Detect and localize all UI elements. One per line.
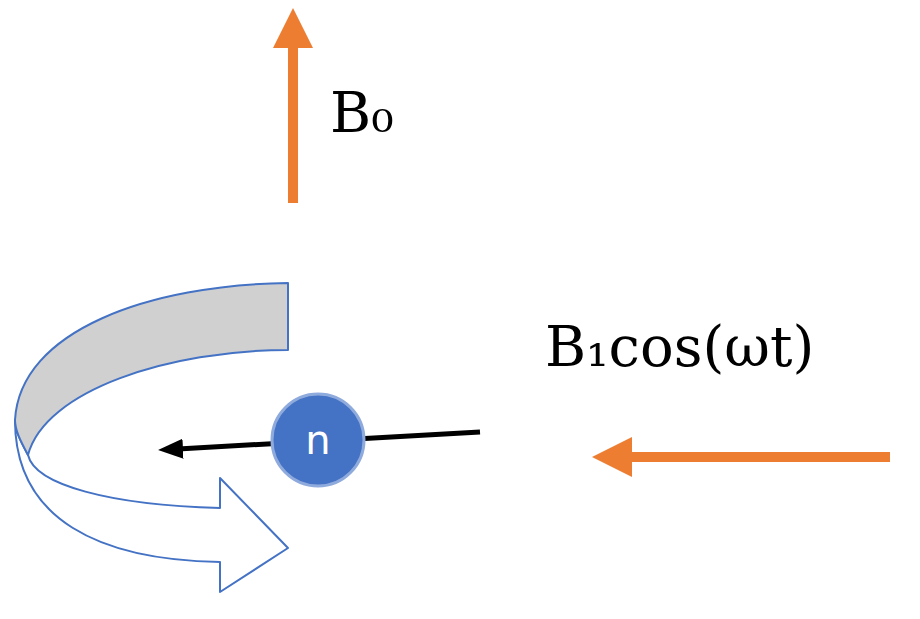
field-label: B₀ <box>330 82 394 144</box>
b0-field-arrow <box>288 38 298 203</box>
rotation-arrow-inner <box>15 283 288 455</box>
b1-field-arrow <box>622 452 890 462</box>
particle-label: n <box>305 420 330 460</box>
neutron-disc <box>272 394 364 486</box>
field-label: B₁cos(ωt) <box>545 316 814 378</box>
neutron-circle: n <box>270 392 366 488</box>
